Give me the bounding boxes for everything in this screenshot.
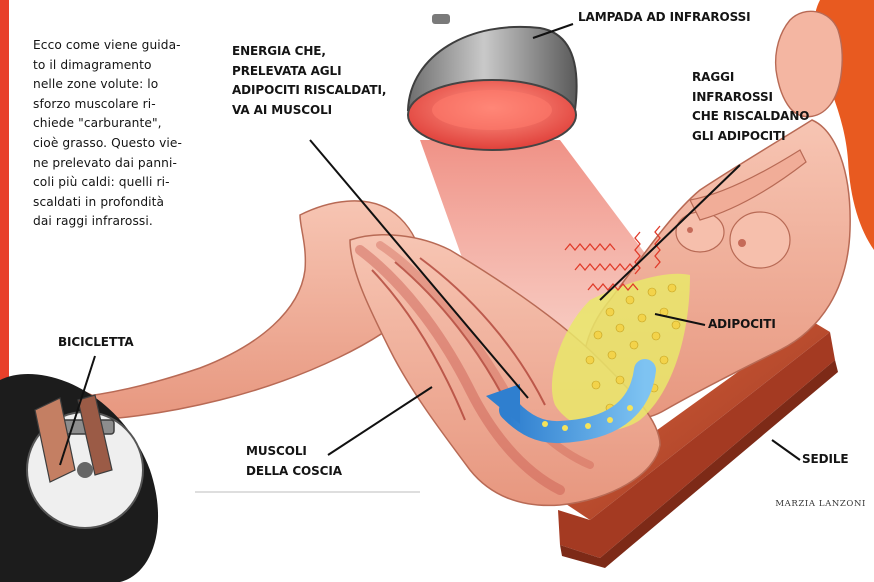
label-adipocytes: ADIPOCITI (708, 315, 776, 335)
label-energy: ENERGIA CHE, PRELEVATA AGLI ADIPOCITI RI… (232, 42, 386, 120)
label-seat: SEDILE (802, 450, 849, 470)
infrared-lamp-icon (408, 14, 577, 150)
intro-text: Ecco come viene guida- to il dimagrament… (33, 36, 213, 232)
label-rays: RAGGI INFRAROSSI CHE RISCALDANO GLI ADIP… (692, 68, 809, 146)
label-lamp: LAMPADA AD INFRAROSSI (578, 8, 751, 28)
breast-right (730, 212, 790, 268)
label-thigh-muscles: MUSCOLI DELLA COSCIA (246, 442, 342, 481)
illustrator-credit: MARZIA LANZONI (775, 499, 866, 509)
label-bicycle: BICICLETTA (58, 333, 134, 353)
